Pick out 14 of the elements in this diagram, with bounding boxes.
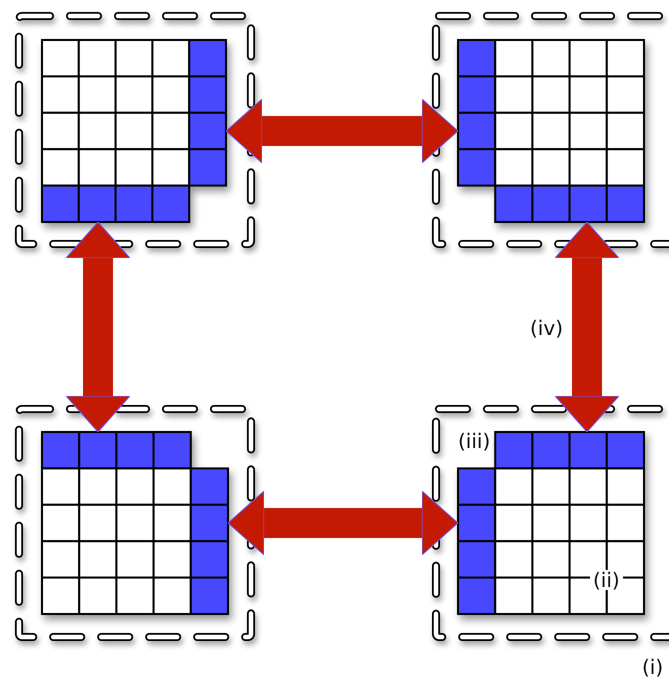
dashed-region [432,12,669,248]
grid-drawing [458,432,644,614]
double-arrow [66,222,130,432]
grid-drawing [42,432,228,614]
dashed-region [432,405,669,641]
grid-drawing [458,40,644,222]
double-arrow [554,222,620,432]
dashed-region [15,12,255,248]
callout-label: (iii) [457,431,492,451]
callout-label: (ii) [590,570,623,590]
grid-drawing [42,40,226,222]
double-arrow [228,490,458,556]
double-arrow [226,98,458,164]
dashed-region [15,405,255,641]
